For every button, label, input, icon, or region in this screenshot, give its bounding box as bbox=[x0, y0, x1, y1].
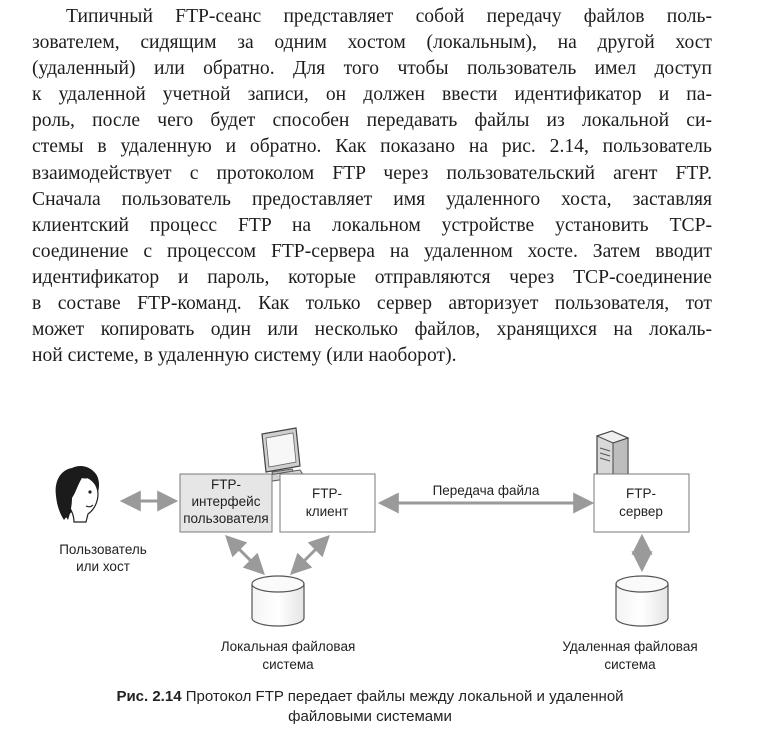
ui-storage-arrow bbox=[225, 535, 265, 575]
figure-caption: Рис. 2.14 Протокол FTP передает файлы ме… bbox=[40, 687, 700, 727]
user-label: Пользователь bbox=[59, 542, 147, 557]
ftp-client-label: клиент bbox=[306, 504, 349, 519]
paragraph-line: взаимодействует с протоколом FTP через п… bbox=[32, 162, 712, 184]
paragraph-line: к удаленной учетной записи, он должен вв… bbox=[32, 84, 712, 106]
body-paragraph: Типичный FTP-сеанс представляет собой пе… bbox=[32, 4, 712, 369]
caption-text: Протокол FTP передает файлы между локаль… bbox=[181, 688, 624, 705]
ftp-ui-label: интерфейс bbox=[192, 494, 261, 509]
paragraph-line: клиентский процесс FTP на локальном устр… bbox=[32, 214, 712, 236]
server-icon bbox=[595, 430, 630, 485]
user-head-icon bbox=[55, 466, 99, 523]
ftp-server-label: сервер bbox=[619, 504, 663, 519]
remote-fs-label: система bbox=[604, 657, 656, 672]
paragraph-line: роль, после чего будет способен передава… bbox=[32, 110, 712, 132]
paragraph-line: зователем, сидящим за одним хостом (лока… bbox=[32, 32, 712, 54]
ftp-server-box bbox=[593, 473, 690, 533]
ftp-client-box bbox=[279, 473, 376, 533]
caption-label: Рис. 2.14 bbox=[116, 688, 182, 705]
paragraph-line: идентификатор и пароль, которые отправля… bbox=[32, 266, 712, 288]
paragraph-line: может копировать один или несколько файл… bbox=[32, 319, 712, 341]
remote-fs-label: Удаленная файловая bbox=[562, 639, 697, 654]
ftp-ui-label: пользователя bbox=[183, 511, 269, 526]
local-storage-icon bbox=[251, 575, 305, 627]
local-fs-label: Локальная файловая bbox=[221, 639, 356, 654]
ftp-user-interface-box bbox=[179, 473, 273, 533]
caption-text: файловыми системами bbox=[288, 708, 452, 725]
paragraph-line: (удаленный) или обратно. Для того чтобы … bbox=[32, 58, 712, 80]
paragraph-line: соединение с процессом FTP-сервера на уд… bbox=[32, 240, 712, 262]
ftp-ui-label: FTP- bbox=[211, 477, 241, 492]
ftp-server-label: FTP- bbox=[626, 486, 656, 501]
user-label: или хост bbox=[76, 559, 130, 574]
local-fs-label: система bbox=[262, 657, 314, 672]
client-storage-arrow bbox=[290, 535, 330, 575]
paragraph-line: Сначала пользователь предоставляет имя у… bbox=[32, 188, 712, 210]
paragraph-line: стемы в удаленную и обратно. Как показан… bbox=[32, 136, 712, 158]
ftp-client-label: FTP- bbox=[312, 486, 342, 501]
file-transfer-label: Передача файла bbox=[433, 483, 540, 498]
paragraph-line: ной системе, в удаленную систему (или на… bbox=[32, 345, 457, 367]
paragraph-line: в составе FTP-команд. Как только сервер … bbox=[32, 293, 712, 315]
paragraph-line: Типичный FTP-сеанс представляет собой пе… bbox=[66, 6, 712, 27]
remote-storage-icon bbox=[615, 575, 669, 627]
